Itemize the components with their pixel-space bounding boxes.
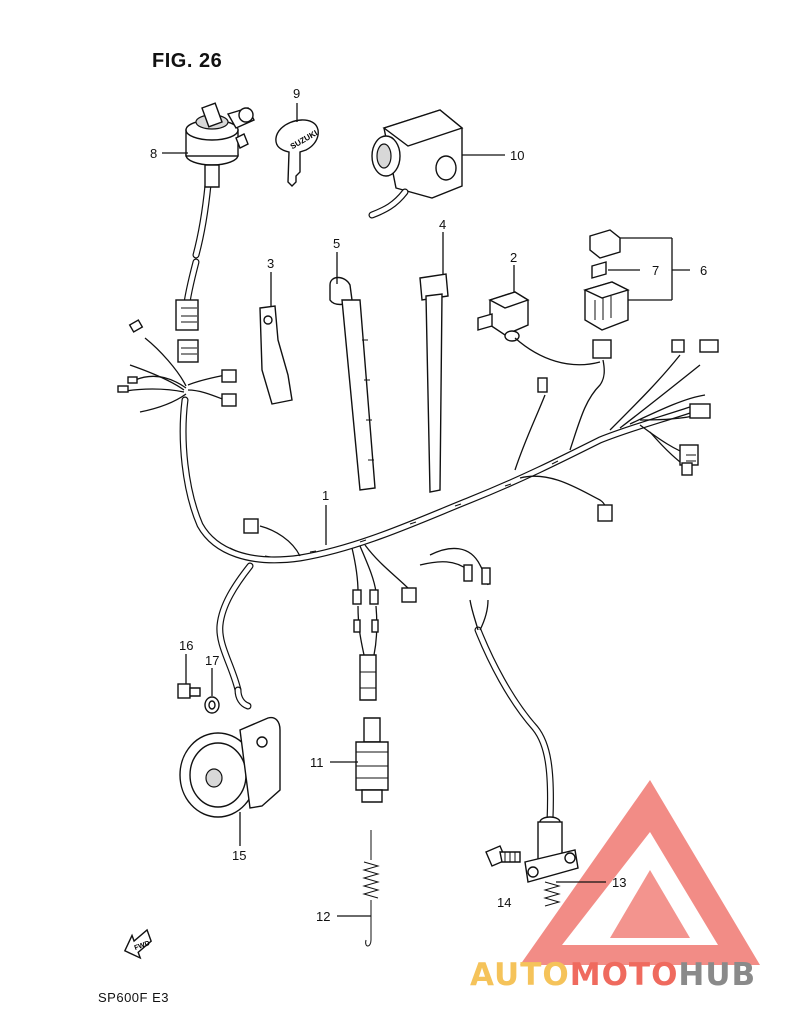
- callout-16: 16: [179, 638, 193, 653]
- watermark-logo: AUTOMOTOHUB: [470, 957, 756, 993]
- callout-3: 3: [267, 256, 274, 271]
- callout-6: 6: [700, 263, 707, 278]
- callout-13: 13: [612, 875, 626, 890]
- watermark-hub: HUB: [678, 957, 756, 993]
- callout-11: 11: [310, 755, 324, 770]
- key: SUZUKI: [275, 119, 319, 187]
- callout-10: 10: [510, 148, 524, 163]
- callout-2: 2: [510, 250, 517, 265]
- fuse-box: [583, 229, 630, 331]
- figure-title: FIG. 26: [152, 50, 223, 72]
- return-spring: [362, 830, 380, 947]
- forward-arrow-icon: FWD: [123, 928, 152, 960]
- horn-washer: [204, 696, 220, 714]
- handlebar-switch: [368, 109, 464, 219]
- callout-9: 9: [293, 86, 300, 101]
- callout-1: 1: [322, 488, 329, 503]
- callout-numbers: 8 9 10 3 5 4 2 7 6 1 11 12 13 14 15 16 1…: [150, 86, 707, 924]
- mount-bolt: [485, 845, 521, 867]
- callout-17: 17: [205, 653, 219, 668]
- callout-7: 7: [652, 263, 659, 278]
- callout-14: 14: [497, 895, 511, 910]
- cable-tie-hook: [329, 276, 376, 491]
- watermark-auto: AUTO: [470, 957, 570, 993]
- horn-bolt: [177, 683, 201, 699]
- callout-15: 15: [232, 848, 246, 863]
- brake-switch: [353, 605, 389, 803]
- horn: [179, 686, 281, 818]
- model-code: SP600F E3: [98, 990, 169, 1005]
- ignition-switch: [185, 102, 255, 188]
- callout-12: 12: [316, 909, 330, 924]
- binding-band: [419, 273, 449, 493]
- callout-leaders: [162, 103, 690, 917]
- callout-5: 5: [333, 236, 340, 251]
- watermark-moto: MOTO: [570, 957, 679, 993]
- harness-clamp: [259, 305, 293, 405]
- svg-text:AUTOMOTOHUB: AUTOMOTOHUB: [470, 957, 756, 993]
- side-stand-switch: [469, 599, 579, 907]
- watermark-triangle: [520, 780, 760, 965]
- relay: [477, 291, 612, 366]
- callout-4: 4: [439, 217, 446, 232]
- callout-8: 8: [150, 146, 157, 161]
- main-wiring-harness: [117, 181, 719, 694]
